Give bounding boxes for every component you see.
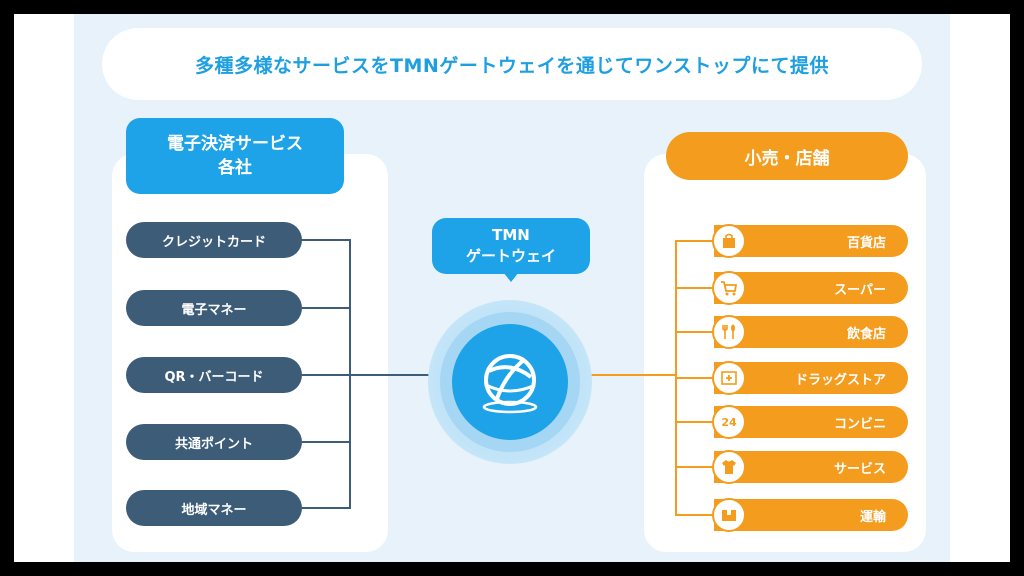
tmn-line2: ゲートウェイ xyxy=(465,247,556,265)
payment-item-credit: クレジットカード xyxy=(126,222,302,258)
payment-item-local-money: 地域マネー xyxy=(126,490,302,526)
retail-heading: 小売・店舗 xyxy=(666,132,908,180)
package-icon xyxy=(712,498,746,532)
right-card xyxy=(644,154,926,552)
banner-title: 多種多様なサービスをTMNゲートウェイを通じてワンストップにて提供 xyxy=(102,28,922,100)
globe-icon xyxy=(482,354,538,414)
gateway-core xyxy=(452,324,568,440)
retail-item-transport: 運輸 xyxy=(714,499,908,531)
banner-text: 多種多様なサービスをTMNゲートウェイを通じてワンストップにて提供 xyxy=(195,54,829,77)
tmn-line1: TMN xyxy=(492,226,530,244)
fork-spoon-icon xyxy=(712,315,746,349)
retail-item-department-store: 百貨店 xyxy=(714,225,908,257)
retail-item-service: サービス xyxy=(714,451,908,483)
payment-item-emoney: 電子マネー xyxy=(126,290,302,326)
tmn-label-pointer xyxy=(503,272,519,282)
payment-item-points: 共通ポイント xyxy=(126,424,302,460)
payment-providers-heading: 電子決済サービス 各社 xyxy=(126,118,344,194)
retail-item-drugstore: ドラッグストア xyxy=(714,362,908,394)
shopping-cart-icon xyxy=(712,271,746,305)
tmn-gateway-label: TMN ゲートウェイ xyxy=(432,218,590,274)
payment-item-qr: QR・バーコード xyxy=(126,357,302,393)
medicine-box-icon xyxy=(712,361,746,395)
screen-frame: 多種多様なサービスをTMNゲートウェイを通じてワンストップにて提供 電子決済サー… xyxy=(14,14,1010,562)
24h-icon: 24 xyxy=(712,405,746,439)
retail-item-restaurant: 飲食店 xyxy=(714,316,908,348)
shirt-icon xyxy=(712,450,746,484)
payment-heading-line2: 各社 xyxy=(218,158,252,178)
left-card xyxy=(112,154,388,552)
shopping-bag-icon xyxy=(712,224,746,258)
retail-item-supermarket: スーパー xyxy=(714,272,908,304)
retail-item-convenience-store: コンビニ xyxy=(714,406,908,438)
payment-heading-line1: 電子決済サービス xyxy=(167,134,303,154)
